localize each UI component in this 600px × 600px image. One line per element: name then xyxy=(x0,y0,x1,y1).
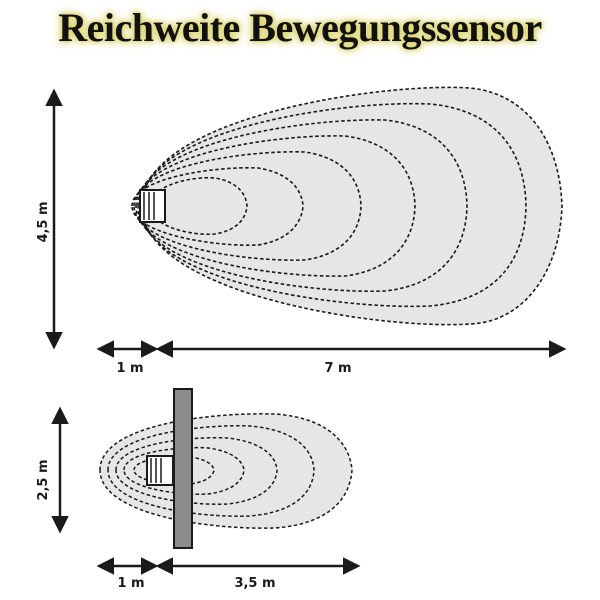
bottom-detection-diagram: 2,5 m 1 m 3,5 m xyxy=(36,388,361,591)
bottom-height-label: 2,5 m xyxy=(36,459,51,500)
top-ring-7 xyxy=(149,176,248,236)
top-offset-label: 1 m xyxy=(116,361,143,376)
top-ring-3 xyxy=(137,119,468,293)
bottom-range-label: 3,5 m xyxy=(234,576,275,591)
top-ring-2 xyxy=(139,102,527,308)
top-sensor-icon xyxy=(139,189,166,223)
bottom-ring-4 xyxy=(123,446,245,496)
bottom-sensor-icon xyxy=(146,455,174,486)
page-title: Reichweite Bewegungssensor xyxy=(58,5,542,50)
top-outer-zone xyxy=(141,86,563,326)
bottom-outer-zone xyxy=(99,413,353,529)
bottom-offset-label: 1 m xyxy=(117,576,144,591)
top-height-label: 4,5 m xyxy=(36,201,51,242)
top-range-label: 7 m xyxy=(324,361,351,376)
top-ring-6 xyxy=(131,166,304,246)
top-detection-diagram: 4,5 m 1 m 7 m xyxy=(36,86,567,376)
top-ring-5 xyxy=(133,151,362,261)
wall xyxy=(173,388,193,549)
top-ring-4 xyxy=(135,135,416,277)
